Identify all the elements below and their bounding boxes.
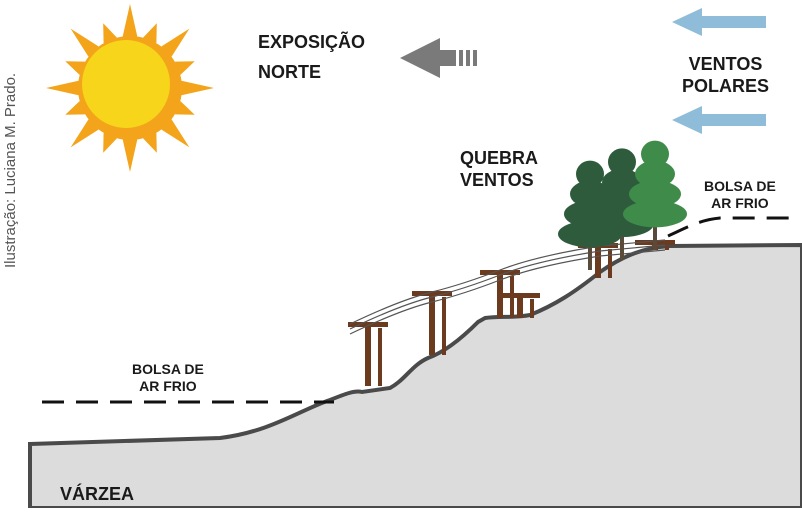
tree-icon: [558, 140, 687, 270]
exposure-label-line2: NORTE: [258, 61, 321, 82]
sun-ray: [65, 61, 86, 75]
trellis-post-secondary: [665, 246, 669, 250]
wind-arrow-bottom: [672, 106, 766, 134]
sun-ray: [174, 61, 195, 75]
cold-air-pocket-left-line2: AR FRIO: [139, 377, 197, 394]
trellis-post-secondary: [530, 299, 534, 318]
floodplain-label: VÁRZEA: [60, 484, 135, 504]
trellis-wire: [349, 244, 666, 330]
cold-air-pocket-left-line1: BOLSA DE: [132, 361, 204, 377]
polar-winds-label: VENTOS POLARES: [682, 54, 769, 97]
trellis-post-secondary: [378, 328, 382, 386]
polar-winds-label-line2: POLARES: [682, 75, 770, 96]
cold-air-pocket-right-line: [667, 216, 800, 238]
illustration-credit: Ilustração: Luciana M. Prado.: [2, 72, 19, 268]
cold-air-pocket-right-line2: AR FRIO: [711, 194, 769, 211]
trellis-post-secondary: [442, 297, 446, 355]
sun-ray: [122, 139, 138, 172]
sun-ray: [143, 132, 157, 153]
windbreak-label-line1: QUEBRA: [460, 148, 539, 168]
wind-arrow-top: [672, 8, 766, 36]
tree-foliage: [635, 160, 675, 188]
trellis-wire: [349, 239, 666, 325]
tree-foliage: [629, 180, 681, 208]
tree-foliage: [623, 200, 687, 228]
cold-air-pocket-right-label: BOLSA DE AR FRIO: [704, 178, 776, 212]
exposure-label: EXPOSIÇÃO NORTE: [258, 32, 365, 83]
cold-air-pocket-right-line1: BOLSA DE: [704, 178, 776, 194]
trellis-crossbar: [348, 322, 388, 327]
tree-foliage: [608, 148, 636, 176]
trellis-crossbar: [500, 293, 540, 298]
sun-ray: [161, 119, 190, 148]
tree-foliage: [576, 160, 604, 188]
polar-winds-label-line1: VENTOS: [688, 54, 763, 74]
trellis-crossbar: [412, 291, 452, 296]
sun-ray: [70, 119, 99, 148]
sun-icon: [46, 4, 214, 172]
sun-ray: [46, 80, 79, 96]
sun-ray: [143, 23, 157, 44]
trellis-crossbar: [480, 270, 520, 275]
cold-air-pocket-left-label: BOLSA DE AR FRIO: [132, 361, 204, 395]
trellis-post: [517, 295, 523, 318]
windbreak-label-line2: VENTOS: [460, 169, 534, 190]
sun-ray: [65, 101, 86, 115]
sun-ray: [103, 23, 117, 44]
trellis-post: [595, 245, 601, 278]
trellis-post: [429, 293, 435, 355]
trellis-post-secondary: [608, 249, 612, 278]
sun-ray: [70, 28, 99, 57]
sun-ray: [122, 4, 138, 37]
sun-core: [82, 40, 170, 128]
exposure-label-line1: EXPOSIÇÃO: [258, 32, 366, 52]
sun-ray: [161, 28, 190, 57]
tree-foliage: [641, 140, 669, 168]
trellis-post: [365, 324, 371, 386]
windbreak-label: QUEBRA VENTOS: [460, 148, 538, 191]
trellis-wire: [349, 249, 666, 335]
terrain: [28, 242, 802, 510]
sun-ray: [181, 80, 214, 96]
sun-ray: [174, 101, 195, 115]
sun-ray: [103, 132, 117, 153]
arrow-left-icon: [400, 38, 477, 78]
